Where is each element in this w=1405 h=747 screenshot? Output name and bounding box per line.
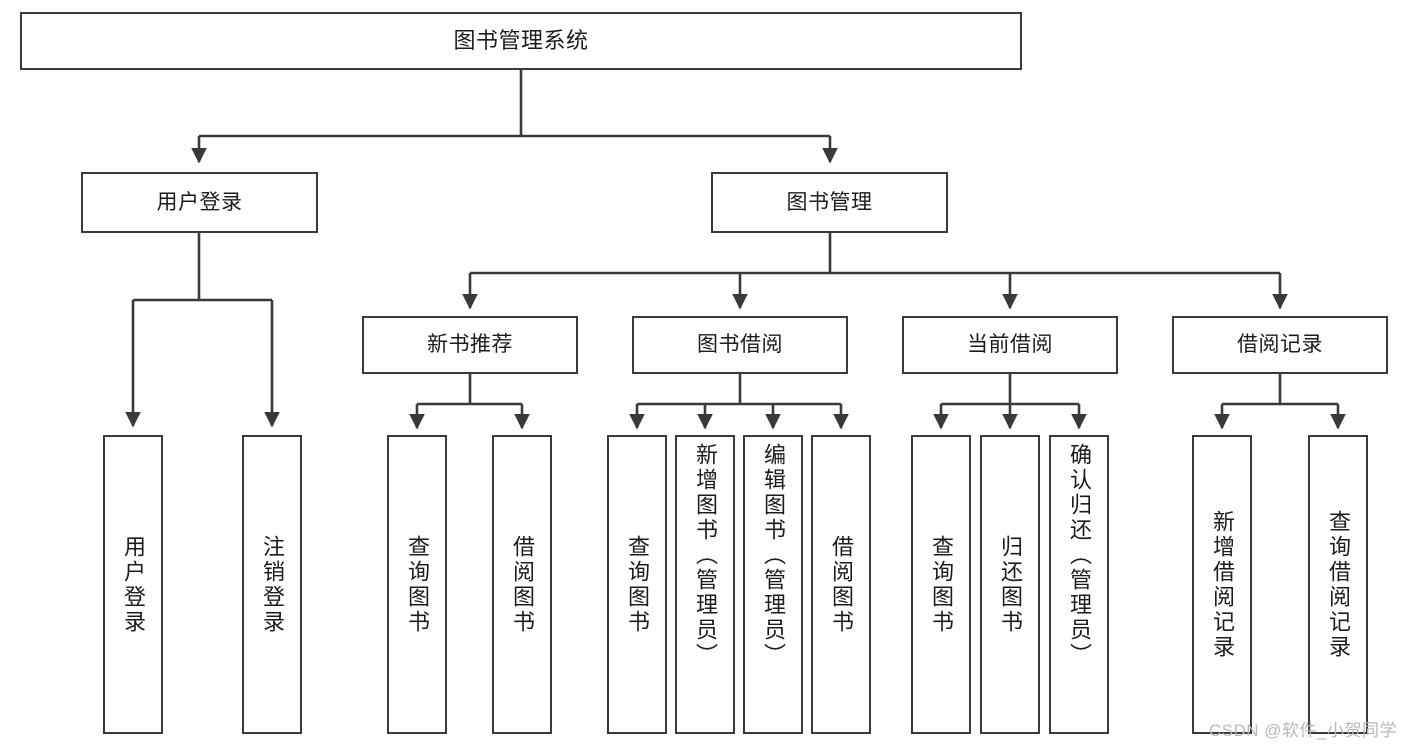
node-book-borrow[interactable]: 图书借阅: [632, 316, 848, 374]
node-label: 图书管理: [786, 190, 873, 214]
node-label: 查询图书: [929, 534, 954, 635]
node-root-book-management-system[interactable]: 图书管理系统: [20, 12, 1022, 70]
leaf-current-borrow-query-book[interactable]: 查询图书: [911, 435, 971, 734]
node-label: 查询图书: [405, 534, 430, 635]
node-label: 新增图书（管理员）: [693, 443, 718, 668]
node-label: 当前借阅: [967, 333, 1053, 357]
node-label: 新增借阅记录: [1210, 509, 1235, 660]
node-label: 查询图书: [625, 534, 650, 635]
leaf-user-login-logout[interactable]: 注销登录: [242, 435, 302, 734]
node-label: 借阅记录: [1237, 333, 1323, 357]
leaf-book-borrow-query-book[interactable]: 查询图书: [607, 435, 667, 734]
leaf-new-book-borrow-book[interactable]: 借阅图书: [492, 435, 552, 734]
node-label: 编辑图书（管理员）: [761, 443, 786, 668]
node-new-book-recommend[interactable]: 新书推荐: [362, 316, 578, 374]
node-label: 新书推荐: [427, 333, 513, 357]
leaf-book-borrow-borrow-book[interactable]: 借阅图书: [811, 435, 871, 734]
node-label: 查询借阅记录: [1326, 509, 1351, 660]
leaf-borrow-record-add-record[interactable]: 新增借阅记录: [1192, 435, 1252, 734]
node-label: 借阅图书: [829, 534, 854, 635]
leaf-borrow-record-query-record[interactable]: 查询借阅记录: [1308, 435, 1368, 734]
node-label: 图书借阅: [697, 333, 783, 357]
node-label: 借阅图书: [510, 534, 535, 635]
node-book-management[interactable]: 图书管理: [711, 172, 948, 233]
node-user-login[interactable]: 用户登录: [81, 172, 318, 233]
leaf-book-borrow-edit-book-admin[interactable]: 编辑图书（管理员）: [743, 435, 803, 734]
node-label: 注销登录: [260, 534, 285, 635]
node-label: 归还图书: [998, 534, 1023, 635]
leaf-book-borrow-add-book-admin[interactable]: 新增图书（管理员）: [675, 435, 735, 734]
watermark-text: CSDN @软件_小贺同学: [1208, 721, 1397, 740]
leaf-user-login-login[interactable]: 用户登录: [103, 435, 163, 734]
node-borrow-record[interactable]: 借阅记录: [1172, 316, 1388, 374]
node-label: 确认归还（管理员）: [1067, 443, 1092, 668]
node-current-borrow[interactable]: 当前借阅: [902, 316, 1118, 374]
node-label: 用户登录: [121, 534, 146, 635]
leaf-new-book-query-book[interactable]: 查询图书: [387, 435, 447, 734]
leaf-current-borrow-confirm-return-admin[interactable]: 确认归还（管理员）: [1049, 435, 1109, 734]
leaf-current-borrow-return-book[interactable]: 归还图书: [980, 435, 1040, 734]
node-label: 用户登录: [156, 190, 243, 214]
node-label: 图书管理系统: [453, 27, 589, 53]
